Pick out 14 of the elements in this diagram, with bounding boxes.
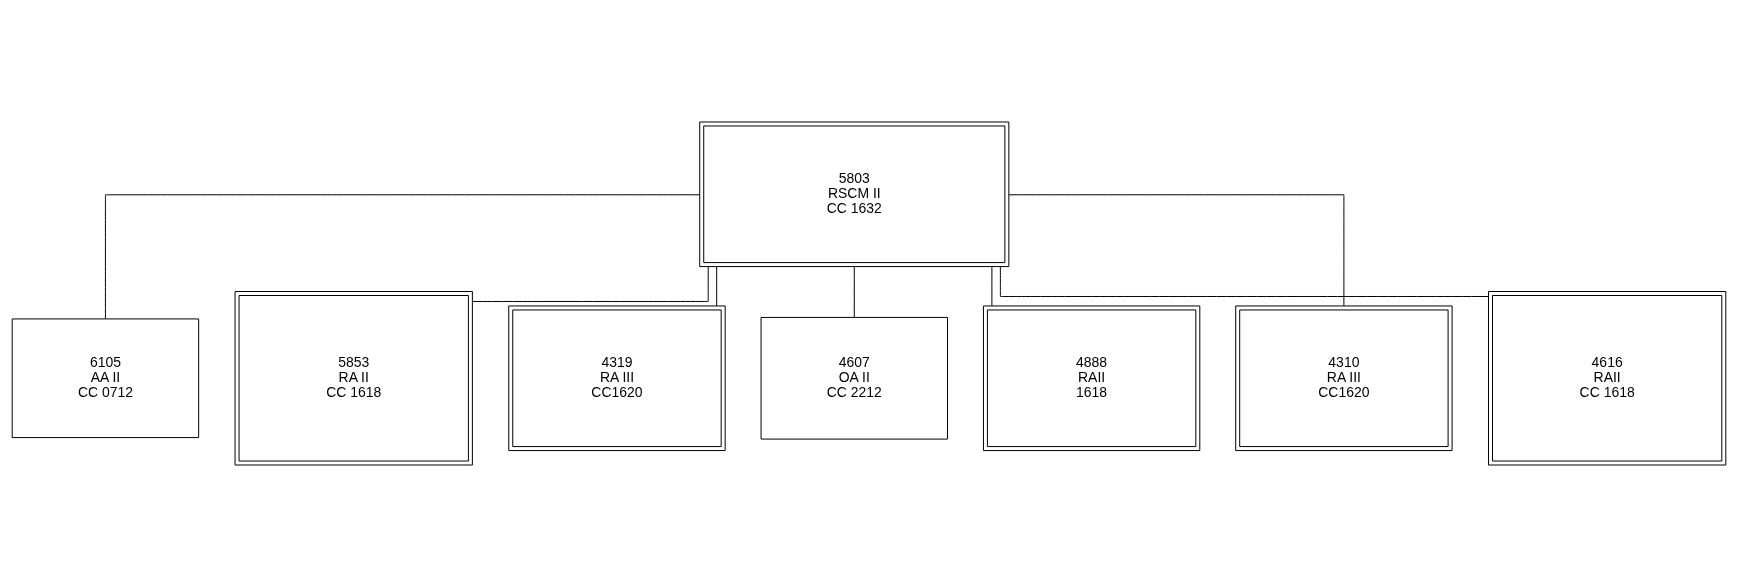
connector (1008, 194, 1345, 307)
node-box: 4607 OA II CC 2212 (760, 316, 949, 440)
connector (853, 266, 855, 318)
node-box: 4319 RA III CC1620 (508, 305, 726, 452)
node-box: 5853 RA II CC 1618 (234, 291, 473, 466)
node-box: 4310 RA III CC1620 (1235, 305, 1453, 452)
node-box: 4888 RAII 1618 (982, 305, 1201, 452)
connector (991, 266, 993, 307)
node-box: 5803 RSCM II CC 1632 (699, 121, 1010, 268)
connector (472, 266, 709, 302)
connector (716, 266, 718, 307)
node-box: 6105 AA II CC 0712 (11, 318, 200, 439)
connector (999, 266, 1489, 297)
connector (104, 194, 701, 320)
